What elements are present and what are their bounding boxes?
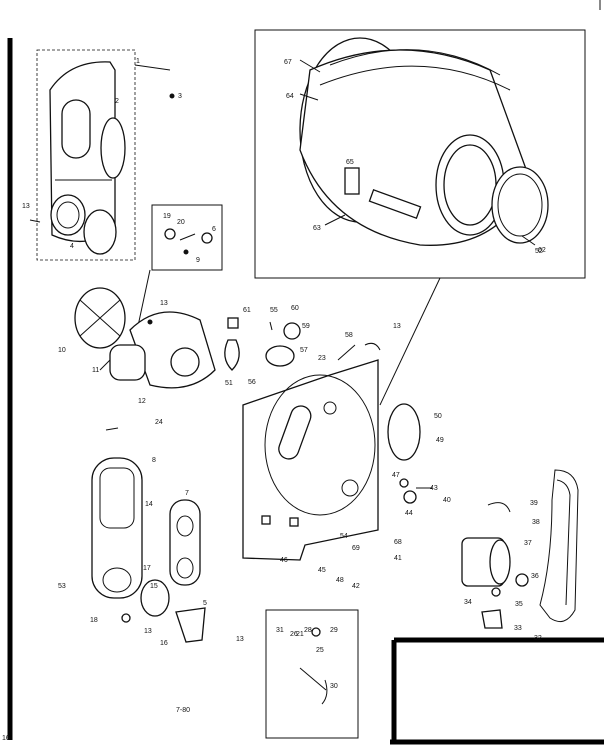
label-23: 23 — [318, 355, 326, 362]
label-16: 16 — [160, 640, 168, 647]
label-52: 52 — [535, 248, 543, 255]
label-3: 3 — [178, 93, 182, 100]
blower-assembly — [74, 287, 216, 389]
motor-assembly — [461, 469, 579, 629]
label-63: 63 — [313, 225, 321, 232]
label-15: 15 — [150, 583, 158, 590]
label-65: 65 — [346, 159, 354, 166]
label-11: 11 — [92, 367, 99, 374]
label-10: 10 — [58, 347, 66, 354]
label-25: 25 — [316, 647, 324, 654]
label-13e: 13 — [393, 323, 401, 330]
label-62: 62 — [538, 247, 546, 254]
rear-bulkhead — [242, 359, 432, 561]
label-5: 5 — [203, 600, 207, 607]
thermostat-parts — [134, 204, 223, 341]
label-19: 19 — [163, 213, 171, 220]
label-6: 6 — [212, 226, 216, 233]
label-12: 12 — [138, 398, 146, 405]
label-30: 30 — [330, 683, 338, 690]
label-43: 43 — [430, 485, 438, 492]
label-18: 18 — [90, 617, 98, 624]
label-13d: 13 — [236, 636, 244, 643]
label-37: 37 — [524, 540, 532, 547]
label-55: 55 — [270, 307, 278, 314]
lamp-assembly — [224, 317, 381, 371]
label-53: 53 — [58, 583, 66, 590]
label-35: 35 — [515, 601, 523, 608]
label-67: 67 — [284, 59, 292, 66]
label-48: 48 — [336, 577, 344, 584]
label-21: 21 — [296, 631, 304, 638]
label-42: 42 — [352, 583, 360, 590]
label-57: 57 — [300, 347, 308, 354]
label-61: 61 — [243, 307, 251, 314]
label-33: 33 — [514, 625, 522, 632]
label-50: 50 — [434, 413, 442, 420]
label-45: 45 — [318, 567, 326, 574]
label-4: 4 — [70, 243, 74, 250]
label-36: 36 — [531, 573, 539, 580]
label-34: 34 — [464, 599, 472, 606]
corner-mark: 16 — [2, 735, 10, 742]
label-8: 8 — [152, 457, 156, 464]
label-64: 64 — [286, 93, 294, 100]
label-40: 40 — [443, 497, 451, 504]
label-29: 29 — [330, 627, 338, 634]
label-20: 20 — [177, 219, 185, 226]
label-31: 31 — [276, 627, 284, 634]
lower-panel-assembly — [91, 427, 206, 643]
part-labels: 1 2 3 4 5 6 7 8 9 10 11 12 13 13 13 13 1… — [2, 58, 546, 742]
label-49: 49 — [436, 437, 444, 444]
label-59: 59 — [302, 323, 310, 330]
frame — [7, 0, 604, 745]
label-7: 7 — [185, 490, 189, 497]
label-13b: 13 — [160, 300, 168, 307]
label-26: 26 — [290, 631, 298, 638]
label-60: 60 — [291, 305, 299, 312]
front-panel-assembly — [29, 49, 175, 261]
label-32: 32 — [534, 635, 542, 642]
door-latch-parts — [265, 609, 359, 739]
label-28: 28 — [304, 627, 312, 634]
label-51: 51 — [225, 380, 233, 387]
label-14: 14 — [145, 501, 153, 508]
label-39: 39 — [530, 500, 538, 507]
label-56: 56 — [248, 379, 256, 386]
label-46: 46 — [280, 557, 288, 564]
label-9: 9 — [196, 257, 200, 264]
drum-assembly — [254, 29, 586, 406]
label-1: 1 — [136, 58, 140, 65]
label-17: 17 — [143, 565, 151, 572]
label-68: 68 — [394, 539, 402, 546]
label-41: 41 — [394, 555, 402, 562]
label-13a: 13 — [22, 203, 30, 210]
label-44: 44 — [405, 510, 413, 517]
label-2: 2 — [115, 98, 119, 105]
label-47: 47 — [392, 472, 400, 479]
label-24: 24 — [155, 419, 163, 426]
label-38: 38 — [532, 519, 540, 526]
label-13c: 13 — [144, 628, 152, 635]
label-69: 69 — [352, 545, 360, 552]
label-54: 54 — [340, 533, 348, 540]
label-58: 58 — [345, 332, 353, 339]
footer-code: 7-80 — [176, 707, 190, 714]
